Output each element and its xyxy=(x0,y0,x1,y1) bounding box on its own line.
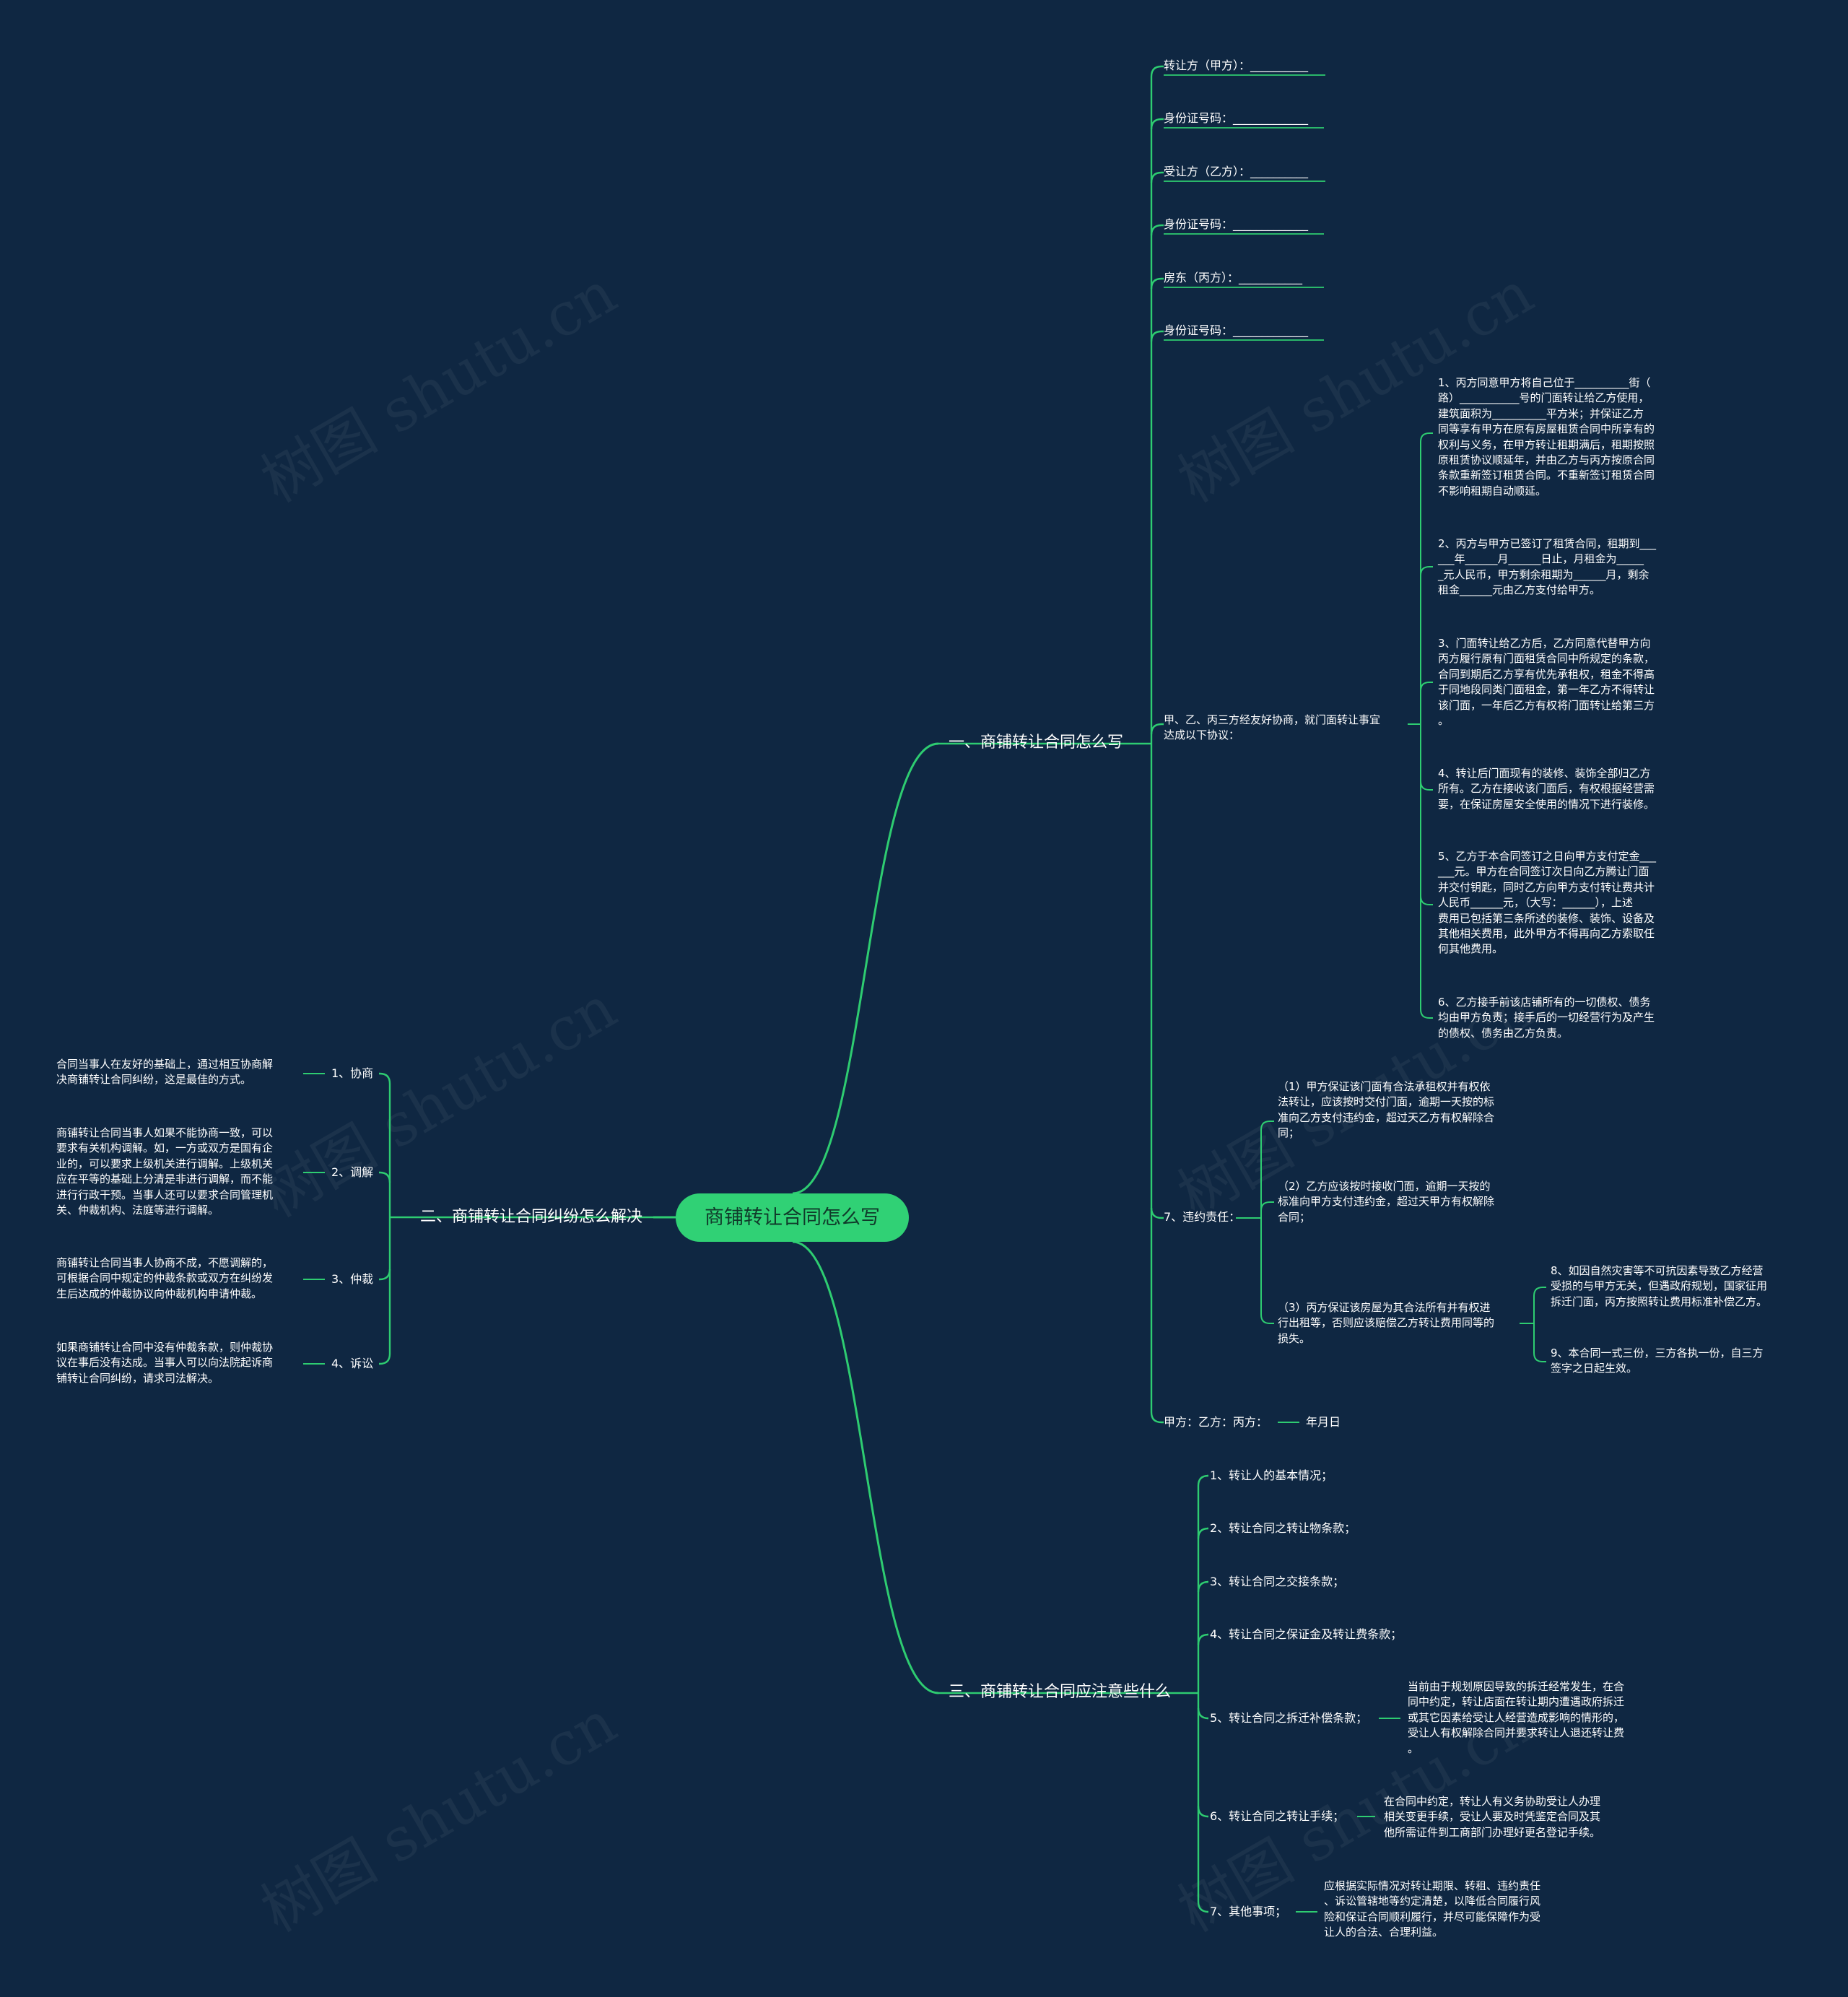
connector xyxy=(1420,566,1433,576)
note-1[interactable]: 1、转让人的基本情况； xyxy=(1210,1469,1333,1482)
connector xyxy=(1197,1633,1209,1645)
leaf-party-c[interactable]: 房东（丙方）：___________ xyxy=(1164,271,1303,284)
connector xyxy=(1420,1009,1433,1019)
breach-1: （1）甲方保证该门面有合法承租权并有权依 法转让，应该按时交付门面，逾期一天按的… xyxy=(1278,1080,1495,1140)
branch-3-title[interactable]: 三、商铺转让合同应注意些什么 xyxy=(949,1683,1172,1701)
method-litigation-text: 如果商铺转让合同中没有仲裁条款，则仲裁协 议在事后没有达成。当事人可以向法院起诉… xyxy=(56,1341,274,1385)
agreement-intro[interactable]: 甲、乙、丙三方经友好协商，就门面转让事宜 达成以下协议： xyxy=(1164,713,1381,742)
connector xyxy=(1420,682,1433,692)
term-8: 8、如因自然灾害等不可抗因素导致乙方经营 受损的与甲方无关，但遇政府规划，国家征… xyxy=(1551,1264,1768,1308)
method-negotiation[interactable]: 1、协商 xyxy=(331,1066,374,1080)
connector xyxy=(379,1353,391,1365)
connector xyxy=(1150,118,1164,130)
leaf-id-a[interactable]: 身份证号码：_____________ xyxy=(1164,111,1309,125)
connector xyxy=(379,1269,391,1281)
note-7-text: 应根据实际情况对转让期限、转租、违约责任 、诉讼管辖地等约定清楚，以降低合同履行… xyxy=(1324,1879,1541,1939)
note-2[interactable]: 2、转让合同之转让物条款； xyxy=(1210,1521,1356,1535)
connector xyxy=(1420,432,1433,443)
connector xyxy=(1260,1121,1274,1131)
connector xyxy=(1533,1287,1546,1297)
term-9: 9、本合同一式三份，三方各执一份，自三方 签字之日起生效。 xyxy=(1551,1346,1764,1375)
breach-2: （2）乙方应该按时接收门面，逾期一天按的 标准向甲方支付违约金，超过天甲方有权解… xyxy=(1278,1180,1495,1224)
term-6: 6、乙方接手前该店铺所有的一切债权、债务 均由甲方负责；接手后的一切经营行为及产… xyxy=(1438,996,1655,1040)
connector xyxy=(1150,330,1164,342)
branch-2-title[interactable]: 二、商铺转让合同纠纷怎么解决 xyxy=(420,1208,643,1226)
connector xyxy=(1197,1580,1209,1593)
signature-line[interactable]: 甲方：乙方：丙方： xyxy=(1164,1415,1268,1429)
note-4[interactable]: 4、转让合同之保证金及转让费条款； xyxy=(1210,1627,1403,1641)
connector xyxy=(1197,1806,1209,1818)
method-mediation-text: 商铺转让合同当事人如果不能协商一致，可以 要求有关机构调解。如，一方或双方是国有… xyxy=(56,1126,274,1217)
connector xyxy=(1420,780,1433,791)
connector xyxy=(1197,1901,1209,1913)
breach-3: （3）丙方保证该房屋为其合法所有并有权进 行出租等，否则应该赔偿乙方转让费用同等… xyxy=(1278,1301,1495,1345)
term-3: 3、门面转让给乙方后，乙方同意代替甲方向 丙方履行原有门面租赁合同中所规定的条款… xyxy=(1438,637,1655,728)
connector xyxy=(1533,1352,1546,1362)
date-line: 年月日 xyxy=(1306,1415,1341,1429)
connector xyxy=(792,1240,939,1694)
term-5: 5、乙方于本合同签订之日向甲方支付定金___ ___元。甲方在合同签订次日向乙方… xyxy=(1438,850,1657,956)
method-arbitration-text: 商铺转让合同当事人协商不成，不愿调解的， 可根据合同中规定的仲裁条款或双方在纠纷… xyxy=(56,1256,274,1300)
leaf-party-b[interactable]: 受让方（乙方）：__________ xyxy=(1164,165,1309,178)
connector xyxy=(1150,224,1164,236)
note-6[interactable]: 6、转让合同之转让手续； xyxy=(1210,1809,1345,1823)
term-1: 1、丙方同意甲方将自己位于__________街（ 路）___________号… xyxy=(1438,376,1655,497)
connector xyxy=(1260,1201,1274,1211)
connector xyxy=(1150,723,1164,735)
connector xyxy=(1150,1411,1164,1424)
root-node[interactable]: 商铺转让合同怎么写 xyxy=(676,1193,909,1242)
connector xyxy=(1260,1314,1274,1324)
leaf-party-a[interactable]: 转让方（甲方）：__________ xyxy=(1164,58,1309,72)
connector xyxy=(379,1072,391,1084)
connector xyxy=(792,742,939,1195)
note-3[interactable]: 3、转让合同之交接条款； xyxy=(1210,1575,1345,1588)
leaf-id-c[interactable]: 身份证号码：_____________ xyxy=(1164,323,1309,337)
connector xyxy=(1150,65,1164,77)
note-6-text: 在合同中约定，转让人有义务协助受让人办理 相关变更手续，受让人要及时凭鉴定合同及… xyxy=(1384,1795,1601,1839)
connector xyxy=(1150,277,1164,290)
breach-label[interactable]: 7、违约责任： xyxy=(1164,1210,1241,1224)
method-arbitration[interactable]: 3、仲裁 xyxy=(331,1272,374,1286)
connector xyxy=(1150,1207,1164,1219)
connector xyxy=(1197,1474,1209,1487)
method-negotiation-text: 合同当事人在友好的基础上，通过相互协商解 决商铺转让合同纠纷，这是最佳的方式。 xyxy=(56,1058,274,1087)
leaf-id-b[interactable]: 身份证号码：_____________ xyxy=(1164,217,1309,231)
note-5[interactable]: 5、转让合同之拆迁补偿条款； xyxy=(1210,1711,1368,1725)
note-5-text: 当前由于规划原因导致的拆迁经常发生，在合 同中约定，转让店面在转让期内遭遇政府拆… xyxy=(1408,1680,1625,1755)
term-2: 2、丙方与甲方已签订了租赁合同，租期到___ ___年______月______… xyxy=(1438,537,1657,597)
method-mediation[interactable]: 2、调解 xyxy=(331,1165,374,1179)
connector xyxy=(379,1171,391,1183)
connector xyxy=(1150,171,1164,183)
connector xyxy=(1420,895,1433,905)
method-litigation[interactable]: 4、诉讼 xyxy=(331,1357,374,1370)
note-7[interactable]: 7、其他事项； xyxy=(1210,1905,1287,1918)
connector xyxy=(1197,1707,1209,1720)
connector xyxy=(1197,1527,1209,1539)
term-4: 4、转让后门面现有的装修、装饰全部归乙方 所有。乙方在接收该门面后，有权根据经营… xyxy=(1438,767,1655,811)
branch-1-title[interactable]: 一、商铺转让合同怎么写 xyxy=(949,734,1124,752)
